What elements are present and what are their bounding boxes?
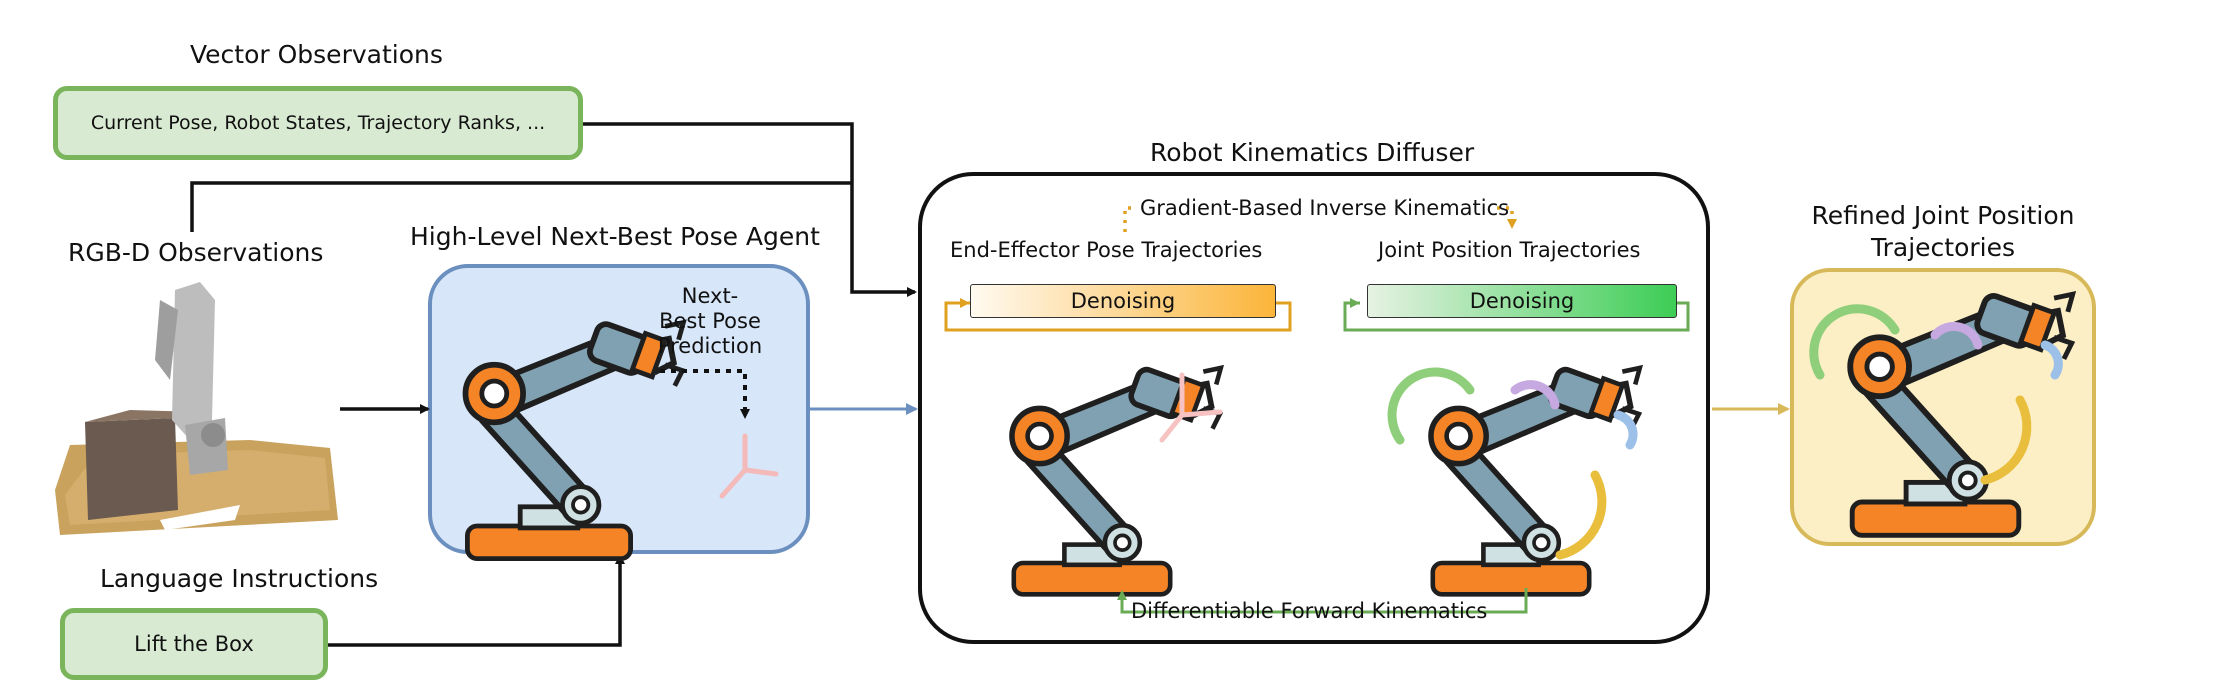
rgbd-pointcloud-image	[55, 282, 338, 535]
end-effector-trajectories-title: End-Effector Pose Trajectories	[950, 238, 1263, 262]
ik-dotted-arrow-left	[1123, 206, 1137, 232]
forward-kinematics-label: Differentiable Forward Kinematics	[1131, 599, 1488, 623]
denoise-loop-left	[944, 298, 1292, 332]
next-best-pose-prediction-label: Next- Best Pose Prediction	[657, 284, 763, 358]
end-effector-robot-illustration	[1012, 367, 1221, 594]
agent-title: High-Level Next-Best Pose Agent	[410, 222, 820, 251]
language-instructions-title: Language Instructions	[100, 564, 379, 593]
vector-observations-text: Current Pose, Robot States, Trajectory R…	[90, 112, 546, 134]
forward-kinematics-arrow	[1117, 588, 1528, 614]
vector-observations-box	[53, 86, 583, 160]
next-best-pose-dashed-arrow	[660, 369, 750, 419]
denoising-block-joint: Denoising	[1367, 284, 1677, 318]
output-rotation-arrows	[1809, 304, 2063, 485]
rgbd-observations-title: RGB-D Observations	[68, 238, 324, 267]
ik-label: Gradient-Based Inverse Kinematics	[1140, 196, 1510, 220]
output-title: Refined Joint Position Trajectories	[1811, 201, 2075, 262]
joint-position-robot-illustration	[1431, 367, 1640, 594]
language-instruction-text: Lift the Box	[134, 632, 254, 656]
joint-rotation-arrows	[1387, 367, 1638, 560]
ik-dotted-arrow-right	[1497, 206, 1517, 229]
diffuser-title: Robot Kinematics Diffuser	[1150, 138, 1475, 167]
language-instruction-box	[60, 608, 328, 680]
joint-position-trajectories-title: Joint Position Trajectories	[1378, 238, 1641, 262]
vector-observations-title: Vector Observations	[190, 40, 443, 69]
target-pose-axes-icon	[719, 433, 779, 499]
end-effector-pose-axes-icon	[1159, 372, 1223, 443]
denoising-block-end-effector: Denoising	[970, 284, 1276, 318]
